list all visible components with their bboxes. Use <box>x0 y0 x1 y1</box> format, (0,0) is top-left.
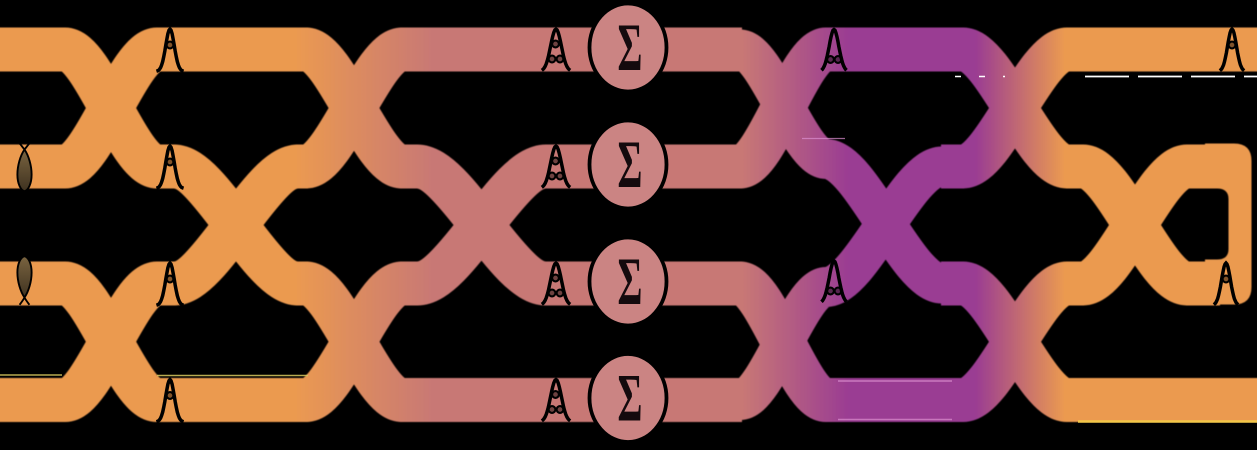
svg-text:Σ: Σ <box>618 244 643 319</box>
svg-text:Σ: Σ <box>618 10 643 85</box>
svg-text:Σ: Σ <box>618 360 643 435</box>
svg-text:Σ: Σ <box>618 127 643 202</box>
